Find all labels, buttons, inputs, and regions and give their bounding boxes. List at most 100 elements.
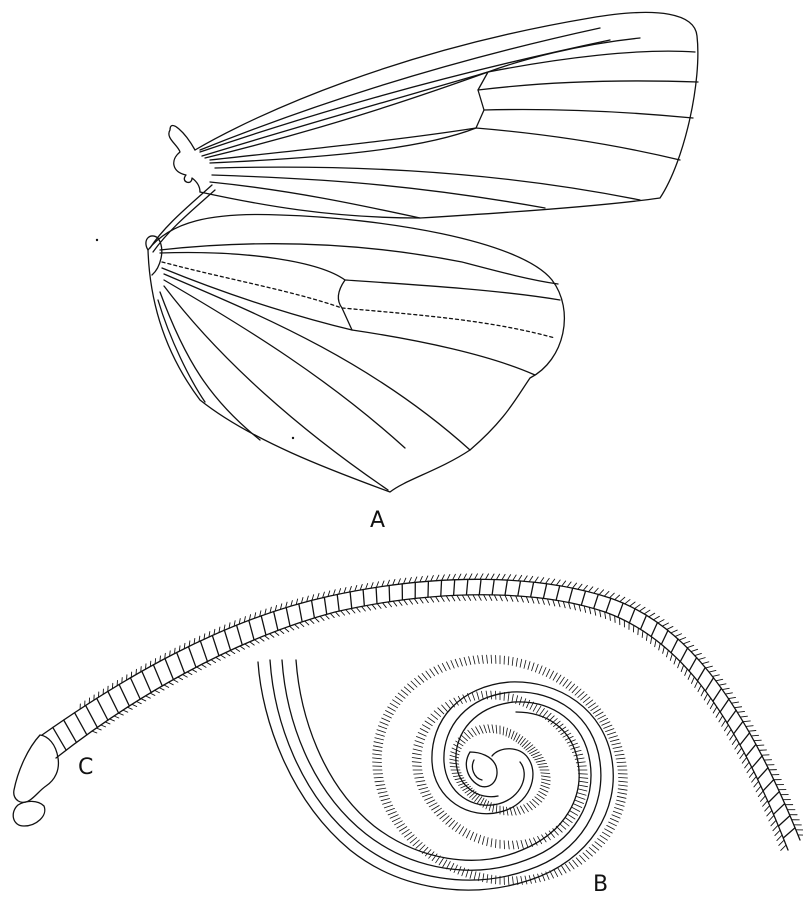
antenna-hair <box>727 729 731 735</box>
antenna-hair <box>485 574 488 580</box>
antenna-hair <box>507 807 509 815</box>
antenna-hair <box>751 735 758 736</box>
antenna-hair <box>613 811 621 814</box>
antenna-hair <box>439 858 444 865</box>
antenna-segment <box>697 668 705 681</box>
antenna-hair <box>462 595 465 600</box>
antenna-c <box>13 574 803 851</box>
antenna-hair <box>155 690 160 692</box>
antenna-segment <box>165 659 173 680</box>
antenna-hair <box>508 693 509 701</box>
antenna-hair <box>487 655 488 663</box>
antenna-hair <box>436 597 439 602</box>
antenna-hair <box>511 731 514 739</box>
antenna-hair <box>535 797 542 802</box>
antenna-hair <box>426 671 431 678</box>
antenna-hair <box>488 725 490 733</box>
antenna-hair <box>289 626 293 630</box>
antenna-hair <box>216 657 221 660</box>
antenna-hair <box>378 726 386 729</box>
antenna-hair <box>397 824 405 828</box>
antenna-hair <box>235 648 240 651</box>
antenna-hair <box>646 634 647 641</box>
antenna-segment <box>274 612 278 631</box>
antenna-hair <box>562 581 566 586</box>
antenna-hair <box>735 743 739 749</box>
antenna-hair <box>671 630 677 633</box>
antenna-hair <box>527 803 532 810</box>
antenna-hair <box>535 757 544 760</box>
antenna-hair <box>540 709 545 716</box>
antenna-hair <box>593 709 601 714</box>
antenna-hair <box>453 775 462 776</box>
antenna-hair <box>655 640 656 647</box>
label-c: C <box>78 757 93 779</box>
antenna-hair <box>468 595 471 600</box>
antenna-hair <box>438 665 442 672</box>
antenna-hair <box>487 838 488 846</box>
antenna-hair <box>724 725 728 731</box>
antenna-hair <box>315 618 319 622</box>
antenna-hair <box>250 642 255 645</box>
antenna-hair <box>572 687 578 693</box>
antenna-hair <box>174 648 175 653</box>
antenna-hair <box>452 773 461 774</box>
antenna-hair <box>260 638 264 641</box>
antenna-hair <box>743 721 750 722</box>
antenna-hair <box>114 716 119 718</box>
antenna-hair <box>610 739 619 741</box>
antenna-hair <box>401 690 408 695</box>
antenna-hair <box>538 763 547 764</box>
antenna-hair <box>734 707 741 708</box>
antenna-segment <box>661 630 668 644</box>
antenna-hair <box>576 858 582 864</box>
antenna-hair <box>481 691 483 699</box>
antenna-hair <box>415 777 424 778</box>
antenna-hair <box>434 808 441 813</box>
antenna-hair <box>459 827 464 834</box>
antenna-hair <box>569 602 571 608</box>
antenna-hair <box>415 741 423 744</box>
antenna-hair <box>477 692 479 700</box>
antenna-hair <box>443 816 449 822</box>
antenna-hair <box>674 657 676 664</box>
antenna-hair <box>757 745 764 746</box>
antenna-hair <box>749 730 756 731</box>
antenna-hair <box>373 746 382 748</box>
antenna-hair <box>429 803 437 807</box>
antenna-hair <box>474 872 476 880</box>
antenna-hair <box>484 725 487 733</box>
antenna-hair <box>380 722 388 725</box>
antenna-hair <box>559 824 565 830</box>
antenna-hair <box>562 821 569 826</box>
antenna-hair <box>419 845 425 851</box>
antenna-hair <box>725 693 732 694</box>
antenna-hair <box>519 697 521 705</box>
antenna-hair <box>550 671 554 678</box>
antenna-hair <box>565 818 572 823</box>
antenna-segment <box>713 688 721 701</box>
antenna-hair <box>335 612 339 616</box>
antenna-segment <box>740 733 750 745</box>
antenna-hair <box>450 755 459 758</box>
antenna-hair <box>616 758 625 759</box>
antenna-hair <box>383 802 392 805</box>
antenna-hair <box>409 599 413 604</box>
antenna-hair <box>404 600 408 605</box>
antenna-hair <box>442 705 448 711</box>
antenna-hair <box>508 877 509 885</box>
antenna-hair <box>577 766 586 767</box>
antenna-hair <box>132 704 137 706</box>
antenna-hair <box>512 694 513 702</box>
antenna-hair <box>754 740 761 741</box>
antenna-hair <box>575 758 584 759</box>
antenna-hair <box>586 700 593 705</box>
antenna-hair <box>460 658 463 666</box>
antenna-hair <box>453 574 456 580</box>
antenna-hair <box>695 653 702 655</box>
antenna-hair <box>300 623 304 627</box>
antenna-hair <box>710 702 714 708</box>
antenna-hair <box>470 832 473 840</box>
antenna-hair <box>440 813 447 818</box>
antenna-hair <box>373 758 382 759</box>
